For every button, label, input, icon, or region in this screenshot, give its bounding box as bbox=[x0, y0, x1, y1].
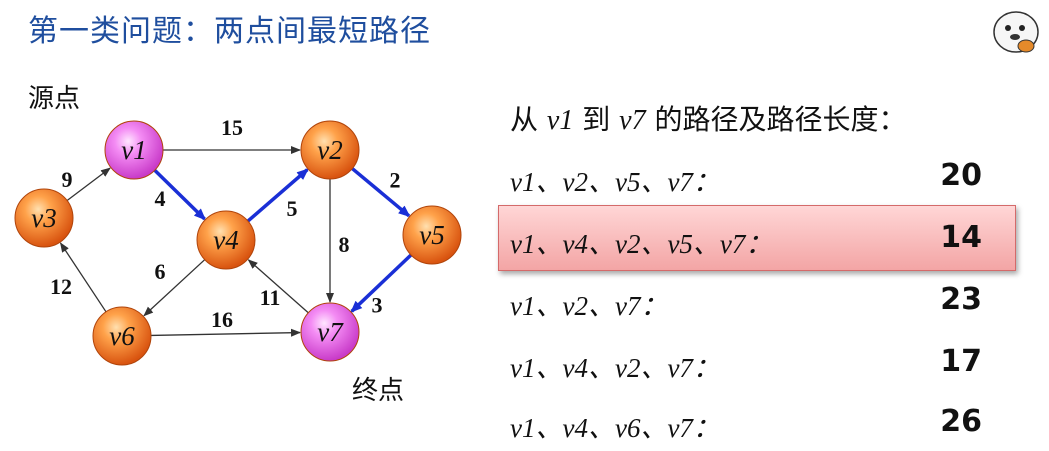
path-list-heading: 从 v1 到 v7 的路径及路径长度： bbox=[510, 98, 907, 138]
path-text: v1、v2、v5、v7： bbox=[510, 167, 720, 197]
path-text: v1、v4、v6、v7： bbox=[510, 413, 720, 443]
path-row: v1、v2、v5、v7： 20 bbox=[510, 152, 990, 200]
edge-v6-v7 bbox=[150, 328, 302, 337]
edge-weight-v7-v4: 11 bbox=[260, 285, 281, 310]
node-label-v4: v4 bbox=[213, 225, 238, 255]
path-row-shortest: v1、v4、v2、v5、v7： 14 bbox=[510, 214, 990, 262]
mascot-icon bbox=[993, 11, 1039, 53]
path-length: 14 bbox=[940, 220, 982, 255]
shortest-path-highlight bbox=[498, 205, 1016, 271]
node-v7: v7 bbox=[300, 302, 360, 362]
edge-v7-v4 bbox=[247, 259, 309, 314]
node-label-v5: v5 bbox=[419, 220, 444, 250]
path-row: v1、v4、v6、v7： 26 bbox=[510, 398, 990, 446]
edge-v2-v5 bbox=[351, 167, 411, 218]
node-v5: v5 bbox=[402, 205, 462, 265]
heading-to-node: v7 bbox=[619, 105, 646, 136]
path-length: 23 bbox=[940, 282, 982, 317]
path-length: 26 bbox=[940, 404, 982, 439]
heading-suffix: 的路径及路径长度： bbox=[645, 103, 907, 136]
target-label: 终点 bbox=[352, 376, 405, 406]
node-label-v1: v1 bbox=[121, 135, 146, 165]
edge-weight-v6-v3: 12 bbox=[50, 274, 72, 299]
heading-from-node: v1 bbox=[546, 105, 574, 136]
path-length: 17 bbox=[940, 344, 982, 379]
node-v6: v6 bbox=[92, 306, 152, 366]
edge-v3-v1 bbox=[66, 167, 111, 202]
page-title: 第一类问题：两点间最短路径 bbox=[28, 14, 431, 49]
path-text: v1、v4、v2、v5、v7： bbox=[510, 229, 773, 259]
heading-prefix: 从 bbox=[510, 103, 547, 136]
edge-weight-v3-v1: 9 bbox=[62, 167, 73, 192]
edge-v5-v7 bbox=[350, 253, 413, 313]
edge-weight-v5-v7: 3 bbox=[372, 293, 383, 318]
edge-weight-v1-v2: 15 bbox=[221, 115, 243, 140]
edge-v4-v2 bbox=[246, 168, 309, 223]
edge-weight-v4-v6: 6 bbox=[155, 259, 166, 284]
path-length: 20 bbox=[940, 158, 982, 193]
node-label-v6: v6 bbox=[109, 321, 135, 351]
edge-v1-v4 bbox=[153, 169, 206, 221]
path-row: v1、v2、v7： 23 bbox=[510, 276, 990, 324]
path-text: v1、v2、v7： bbox=[510, 291, 668, 321]
path-text: v1、v4、v2、v7： bbox=[510, 353, 720, 383]
edge-weight-v6-v7: 16 bbox=[211, 307, 233, 332]
path-row: v1、v4、v2、v7： 17 bbox=[510, 338, 990, 386]
node-v3: v3 bbox=[14, 188, 74, 248]
shortest-path-graph: 15 9 4 5 2 8 3 11 6 12 16 v1 v2 v3 v4 v5 v6 v7 bbox=[14, 115, 462, 366]
edge-weight-v1-v4: 4 bbox=[155, 186, 166, 211]
edge-weight-v2-v7: 8 bbox=[339, 232, 350, 257]
node-label-v3: v3 bbox=[31, 203, 56, 233]
heading-mid: 到 bbox=[573, 103, 620, 136]
edge-weight-v4-v2: 5 bbox=[287, 196, 298, 221]
node-v1: v1 bbox=[104, 120, 164, 180]
node-v4: v4 bbox=[196, 210, 256, 270]
edge-v6-v3 bbox=[59, 242, 107, 313]
edge-v4-v6 bbox=[143, 259, 206, 317]
source-label: 源点 bbox=[28, 84, 81, 114]
node-label-v2: v2 bbox=[317, 135, 342, 165]
edge-weight-v2-v5: 2 bbox=[390, 168, 401, 193]
node-label-v7: v7 bbox=[317, 317, 344, 347]
node-v2: v2 bbox=[300, 120, 360, 180]
